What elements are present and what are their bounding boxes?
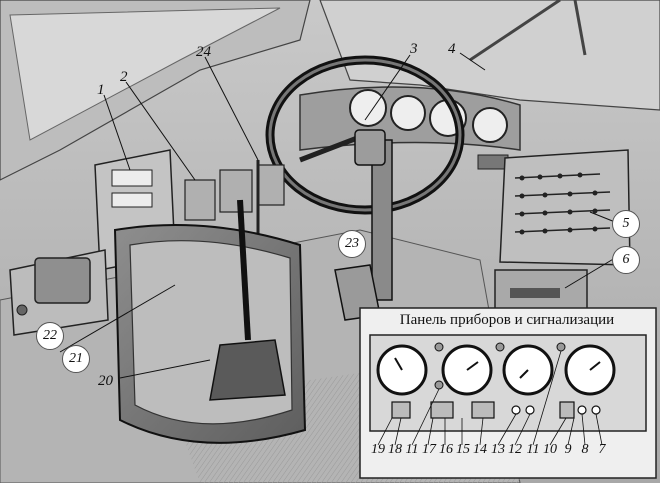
gear-lever	[237, 199, 251, 341]
callout-23: 23	[338, 230, 366, 258]
panel-num-8: 8	[581, 442, 589, 457]
steering-hub	[354, 129, 386, 166]
inset-gauges	[376, 344, 616, 396]
panel-num-19: 19	[371, 442, 385, 457]
panel-num-17: 17	[422, 442, 436, 457]
inset-leaders	[377, 350, 603, 446]
cabinet-window-1	[111, 169, 153, 187]
callout-24: 24	[196, 44, 211, 60]
panel-title: Панель приборов и сигнализации	[399, 312, 615, 328]
steering-wheel-inner	[268, 58, 462, 212]
switch-knobs	[519, 172, 598, 235]
panel-num-15: 15	[456, 442, 470, 457]
side-knob	[16, 304, 28, 316]
panel-num-18: 18	[388, 442, 402, 457]
panel-num-10: 10	[543, 442, 557, 457]
callout-20: 20	[98, 373, 113, 389]
panel-num-9: 9	[564, 442, 572, 457]
cabinet-window-2	[111, 192, 153, 208]
window-handle	[573, 0, 587, 56]
callout-6: 6	[612, 246, 640, 274]
panel-num-7: 7	[598, 442, 606, 457]
left-window	[9, 7, 281, 141]
panel-num-13: 13	[491, 442, 505, 457]
windshield-wiper	[469, 0, 561, 62]
dash-gauge-1	[349, 89, 387, 127]
inset-small-gauges	[391, 401, 575, 419]
panel-num-16: 16	[439, 442, 453, 457]
side-unit	[34, 257, 91, 304]
leader-lines	[59, 52, 616, 379]
radio-slot	[510, 288, 560, 298]
callout-2: 2	[120, 69, 128, 85]
gear-boot	[209, 339, 286, 401]
callout-1: 1	[97, 82, 105, 98]
dash-gauge-4	[472, 107, 508, 143]
dash-indicators	[477, 154, 509, 170]
callout-5: 5	[612, 210, 640, 238]
windshield	[319, 0, 660, 111]
inset-buttons	[511, 405, 601, 415]
dash-gauge-2	[390, 95, 426, 131]
panel-num-11b: 11	[526, 442, 540, 457]
switch-panel	[499, 149, 631, 266]
panel-num-11a: 11	[405, 442, 419, 457]
panel-num-12: 12	[508, 442, 522, 457]
callout-3: 3	[410, 41, 418, 57]
pedal-pad	[345, 282, 375, 303]
panel-num-14: 14	[473, 442, 487, 457]
callout-21: 21	[62, 345, 90, 373]
wheel-spoke	[299, 132, 366, 163]
callout-22: 22	[36, 322, 64, 350]
callout-4: 4	[448, 41, 456, 57]
inset-lamps	[434, 342, 566, 390]
